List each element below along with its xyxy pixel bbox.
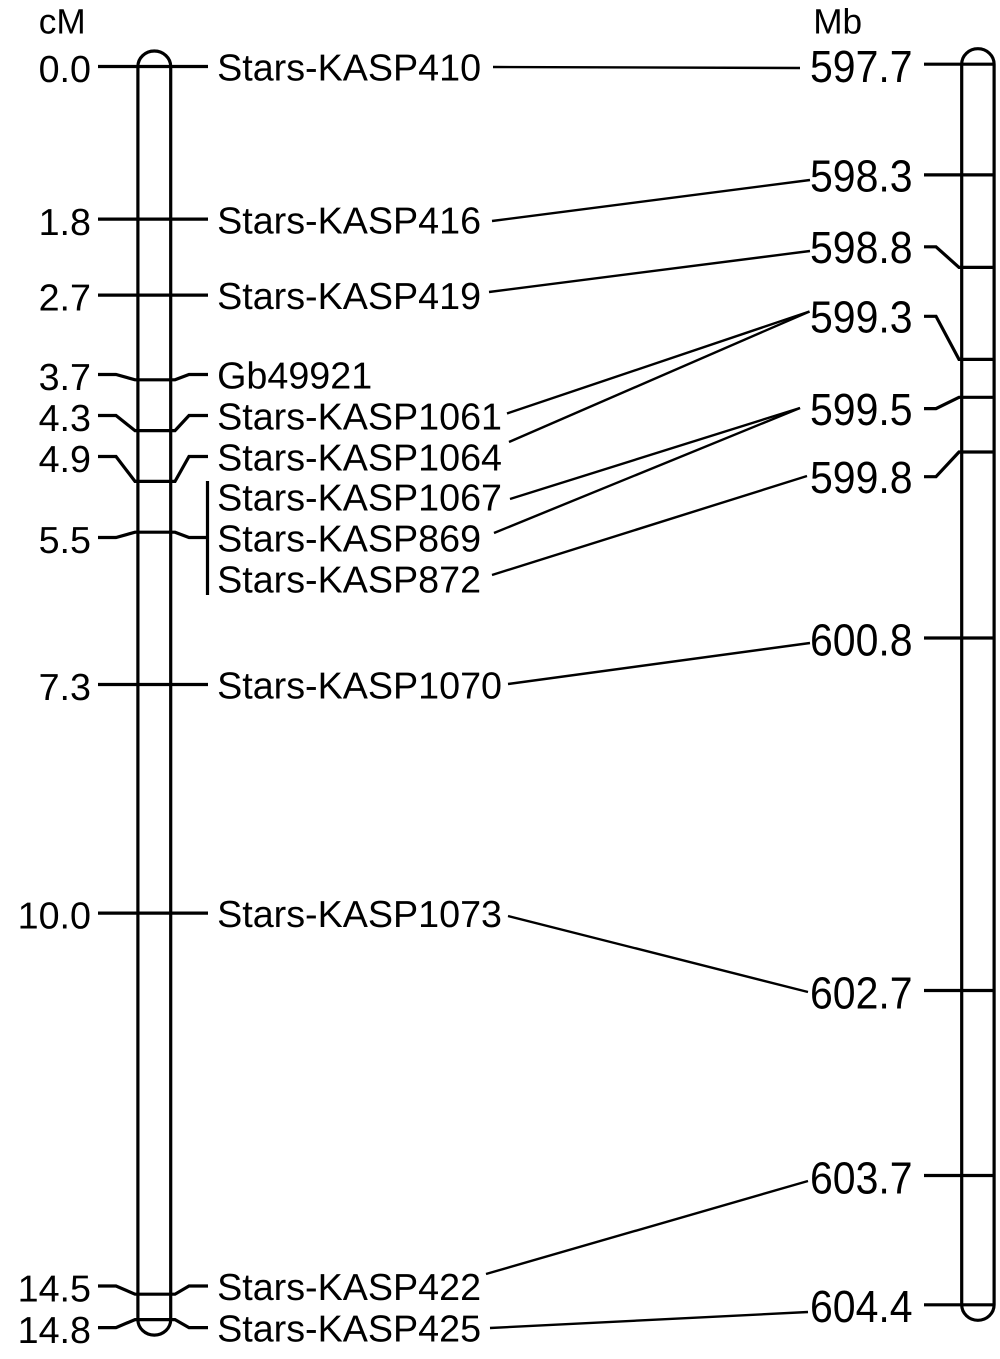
svg-text:600.8: 600.8	[810, 615, 913, 666]
svg-text:7.3: 7.3	[39, 666, 91, 708]
svg-text:4.3: 4.3	[39, 397, 91, 439]
svg-text:4.9: 4.9	[39, 438, 91, 480]
svg-text:Stars-KASP1073: Stars-KASP1073	[217, 893, 502, 935]
svg-text:14.8: 14.8	[18, 1309, 91, 1351]
svg-text:0.0: 0.0	[39, 48, 91, 90]
svg-text:Stars-KASP872: Stars-KASP872	[217, 559, 481, 601]
svg-text:Gb49921: Gb49921	[217, 355, 372, 397]
svg-text:602.7: 602.7	[810, 968, 913, 1019]
svg-text:14.5: 14.5	[18, 1268, 91, 1310]
svg-text:Stars-KASP425: Stars-KASP425	[217, 1308, 481, 1350]
svg-text:Stars-KASP869: Stars-KASP869	[217, 518, 481, 560]
svg-text:599.5: 599.5	[810, 384, 913, 435]
svg-text:Stars-KASP422: Stars-KASP422	[217, 1266, 481, 1308]
svg-text:604.4: 604.4	[810, 1281, 913, 1332]
svg-text:Stars-KASP1067: Stars-KASP1067	[217, 477, 502, 519]
svg-text:598.3: 598.3	[810, 151, 913, 202]
svg-text:10.0: 10.0	[18, 895, 91, 937]
svg-text:603.7: 603.7	[810, 1153, 913, 1204]
svg-text:1.8: 1.8	[39, 201, 91, 243]
svg-text:Mb: Mb	[813, 3, 862, 42]
svg-text:Stars-KASP416: Stars-KASP416	[217, 199, 481, 241]
svg-text:Stars-KASP410: Stars-KASP410	[217, 47, 481, 89]
svg-text:3.7: 3.7	[39, 356, 91, 398]
svg-text:Stars-KASP1061: Stars-KASP1061	[217, 396, 502, 438]
svg-text:Stars-KASP1064: Stars-KASP1064	[217, 437, 502, 479]
svg-text:2.7: 2.7	[39, 277, 91, 319]
svg-text:598.8: 598.8	[810, 223, 913, 274]
svg-text:cM: cM	[39, 3, 86, 42]
svg-text:597.7: 597.7	[810, 42, 913, 93]
svg-text:599.8: 599.8	[810, 452, 913, 503]
svg-text:599.3: 599.3	[810, 292, 913, 343]
svg-text:5.5: 5.5	[39, 519, 91, 561]
svg-text:Stars-KASP419: Stars-KASP419	[217, 275, 481, 317]
svg-text:Stars-KASP1070: Stars-KASP1070	[217, 664, 502, 706]
